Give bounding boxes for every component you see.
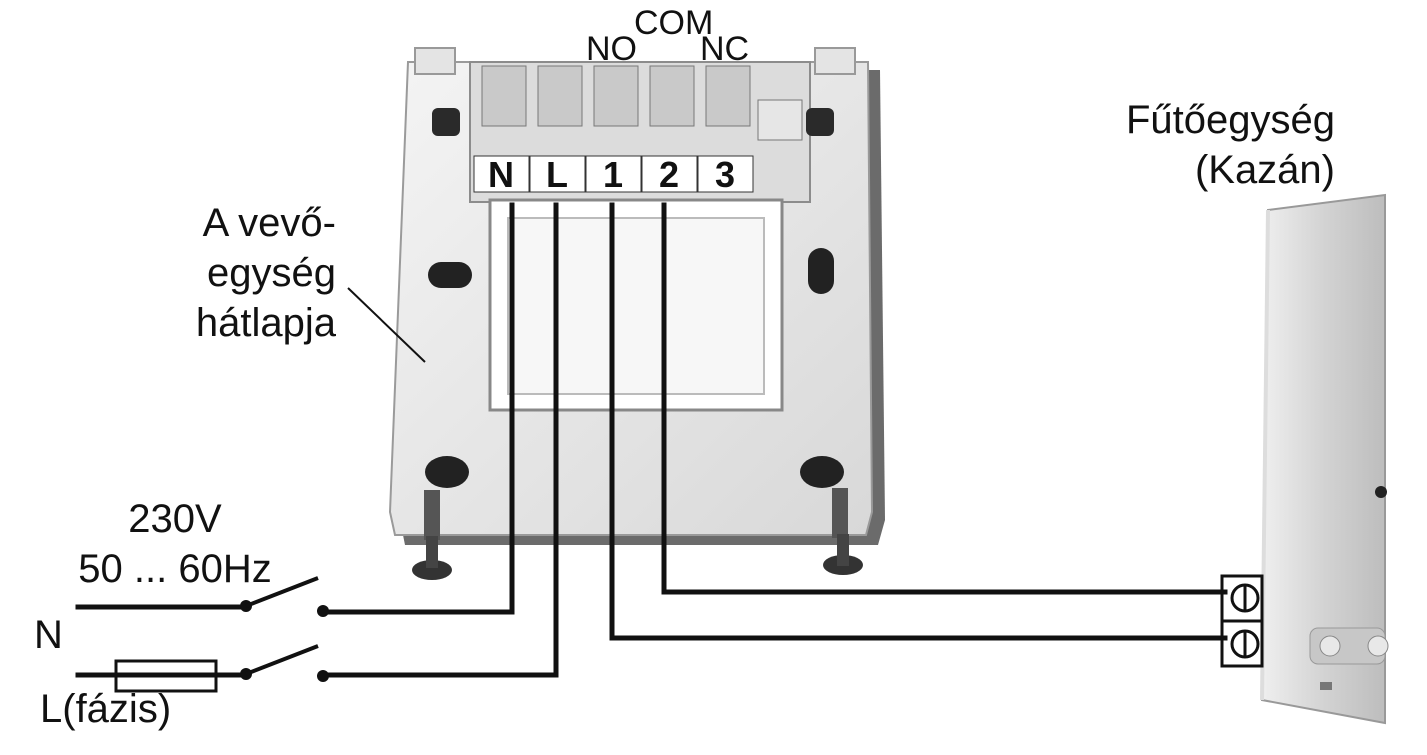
- no-label: NO: [586, 30, 637, 68]
- terminal-L-label: L: [546, 154, 568, 195]
- com-label: COM: [634, 4, 713, 42]
- terminal-3-label: 3: [715, 154, 735, 195]
- switch-N-contact: [317, 605, 329, 617]
- mount-hole-br: [800, 456, 844, 488]
- heater-unit: [1260, 193, 1389, 725]
- terminal-labels: N L 1 2 3: [473, 154, 754, 195]
- mains-switch: [240, 576, 329, 682]
- supply-frequency-label: 50 ... 60Hz: [78, 547, 271, 591]
- heater-terminal-block: [1220, 574, 1264, 668]
- relay-contact-labels: NO COM NC: [586, 4, 749, 68]
- mount-hole-tl: [432, 108, 460, 136]
- wire-N: [325, 202, 515, 615]
- receiver-label-line-2: egység: [207, 251, 336, 295]
- receiver-label-line-1: A vevő-: [203, 201, 336, 245]
- mount-hole-tr: [806, 108, 834, 136]
- heater-knob-right: [1367, 635, 1389, 657]
- terminal-2-label: 2: [659, 154, 679, 195]
- nc-label: NC: [700, 30, 749, 68]
- supply-voltage-label: 230V: [128, 497, 222, 541]
- switch-L-blade: [245, 644, 319, 676]
- switch-N-blade: [245, 576, 319, 608]
- mount-hole-bl: [425, 456, 469, 488]
- fuse: [114, 659, 218, 693]
- heater-badge: [1320, 682, 1332, 690]
- heater-label-line-1: Fűtőegység: [1126, 98, 1335, 142]
- heater-indicator: [1375, 486, 1387, 498]
- mount-slot-right: [808, 248, 834, 294]
- terminal-screws: [481, 65, 803, 141]
- top-left-tab: [414, 47, 456, 75]
- receiver-back-plate: [388, 47, 885, 580]
- switch-L-contact: [317, 670, 329, 682]
- receiver-pointer-line: [347, 287, 426, 363]
- heater-label-line-2: (Kazán): [1195, 148, 1335, 192]
- receiver-label-line-3: hátlapja: [196, 301, 337, 345]
- wire-L: [325, 202, 559, 678]
- mount-slot-left: [428, 262, 472, 288]
- terminal-N-label: N: [488, 154, 514, 195]
- heater-knob-left: [1319, 635, 1341, 657]
- screw-left: [412, 490, 452, 580]
- wire-terminal-1: [609, 202, 1228, 641]
- wires: [75, 202, 1228, 678]
- receiver-label: A vevő- egység hátlapja: [196, 201, 426, 363]
- top-right-tab: [814, 47, 856, 75]
- screw-right: [823, 488, 863, 575]
- wire-terminal-2: [661, 202, 1228, 595]
- supply-neutral-label: N: [34, 613, 63, 657]
- supply-phase-label: L(fázis): [40, 687, 171, 731]
- terminal-1-label: 1: [603, 154, 623, 195]
